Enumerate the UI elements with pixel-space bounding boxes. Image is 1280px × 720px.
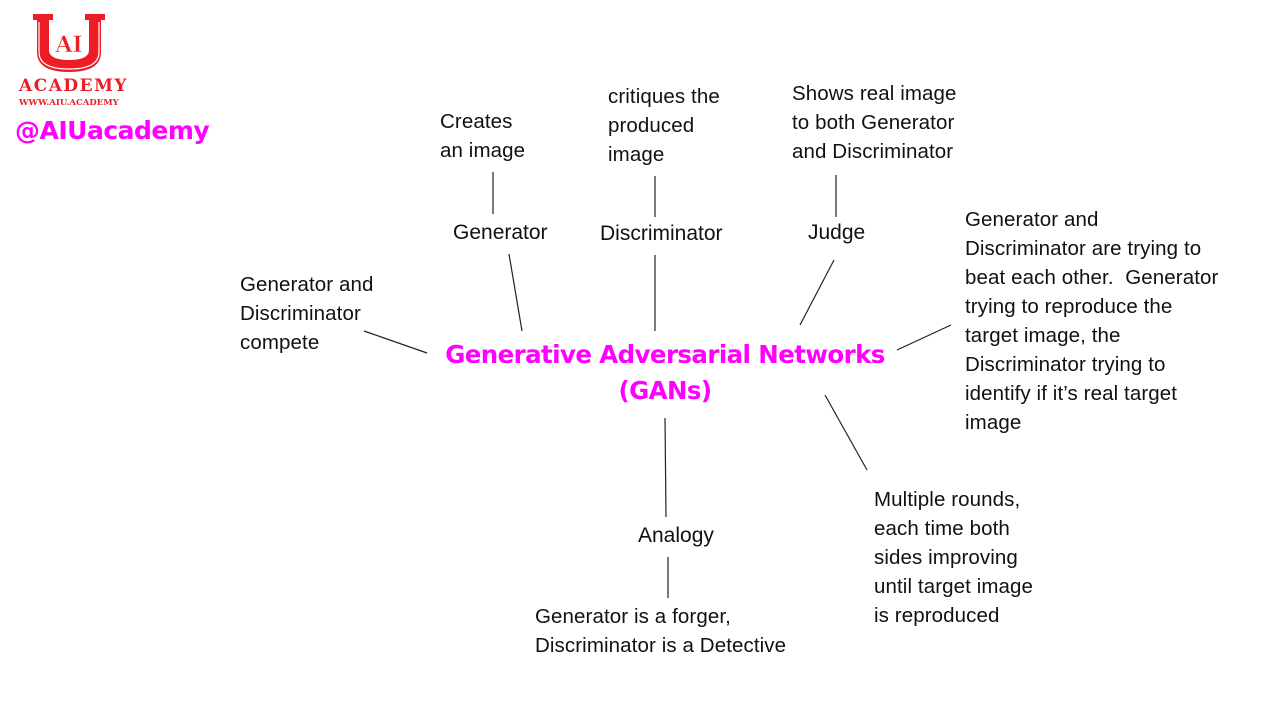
multiple-rounds-description: Multiple rounds, each time both sides im… — [874, 488, 1034, 627]
judge-node: Judge — [808, 221, 866, 244]
line-compete — [363, 330, 428, 354]
aiu-logo: AI ACADEMY WWW.AIU.ACADEMY — [19, 12, 128, 112]
generator-node: Generator — [453, 221, 548, 244]
line-beat — [896, 324, 952, 351]
line-rounds — [824, 394, 868, 471]
line-judge-center — [799, 259, 835, 326]
logo-website-text: WWW.AIU.ACADEMY — [19, 98, 119, 108]
generator-description: Creates an image — [440, 110, 526, 162]
line-analogy-center — [664, 417, 667, 518]
center-topic-title: Generative Adversarial Networks (GANs) — [445, 340, 885, 405]
compete-description: Generator and Discriminator compete — [240, 273, 374, 354]
analogy-node: Analogy — [638, 524, 714, 547]
discriminator-node: Discriminator — [600, 222, 723, 245]
u-shield-icon: AI — [33, 14, 105, 72]
discriminator-description: critiques the produced image — [608, 85, 720, 166]
social-handle: @AIUacademy — [15, 116, 210, 145]
line-generator-center — [508, 253, 523, 332]
analogy-description: Generator is a forger, Discriminator is … — [535, 605, 787, 657]
beat-each-other-description: Generator and Discriminator are trying t… — [965, 208, 1219, 434]
logo-academy-text: ACADEMY — [19, 76, 129, 96]
svg-text:AI: AI — [54, 32, 82, 58]
judge-description: Shows real image to both Generator and D… — [792, 82, 957, 163]
